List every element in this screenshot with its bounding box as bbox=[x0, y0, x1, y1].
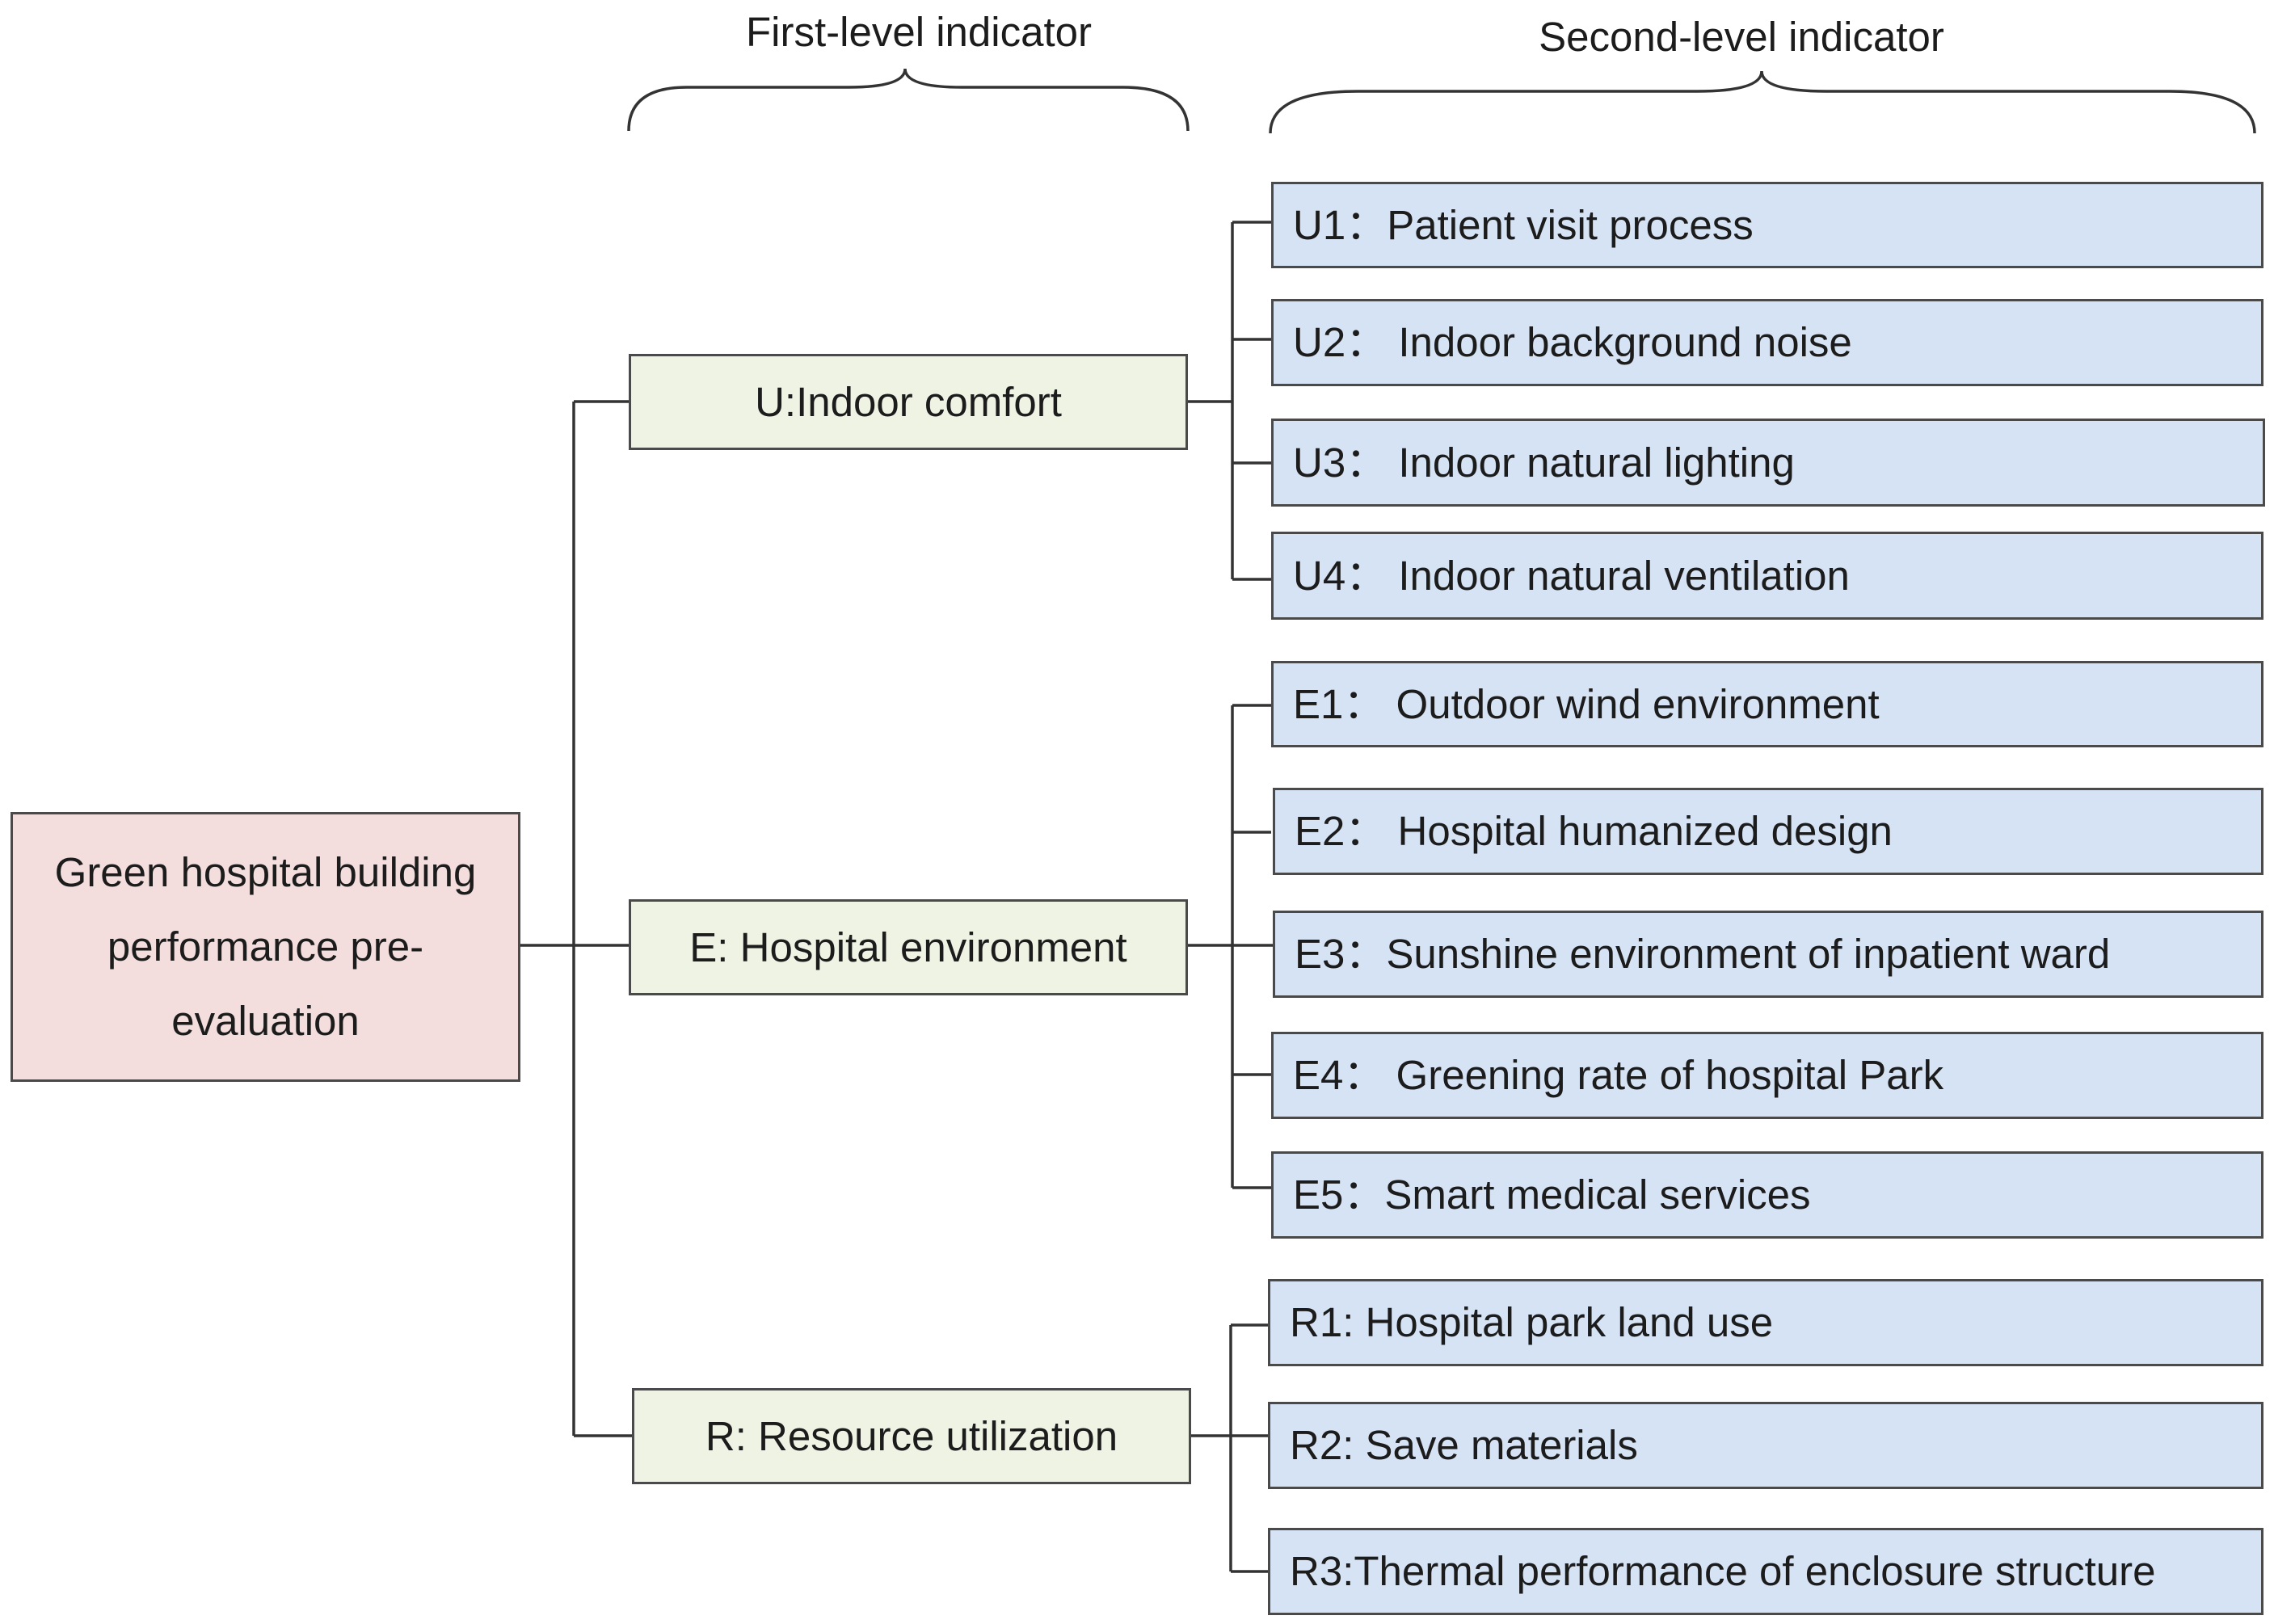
second-level-node-r2: R2: Save materials bbox=[1268, 1402, 2263, 1489]
second-level-node-label: R3:Thermal performance of enclosure stru… bbox=[1290, 1548, 2156, 1595]
second-level-node-e4: E4： Greening rate of hospital Park bbox=[1271, 1032, 2263, 1119]
second-level-node-u1: U1：Patient visit process bbox=[1271, 182, 2263, 268]
second-level-node-r1: R1: Hospital park land use bbox=[1268, 1279, 2263, 1366]
second-level-node-label: U3： Indoor natural lighting bbox=[1293, 439, 1795, 486]
second-level-node-e1: E1： Outdoor wind environment bbox=[1271, 661, 2263, 747]
second-level-node-e3: E3：Sunshine environment of inpatient war… bbox=[1273, 911, 2263, 998]
first-level-node-r: R: Resource utilization bbox=[632, 1388, 1191, 1484]
second-level-header: Second-level indicator bbox=[1539, 14, 1944, 60]
e-group-connector bbox=[1188, 704, 1273, 1189]
first-level-node-label: U:Indoor comfort bbox=[755, 378, 1062, 425]
second-level-node-u2: U2： Indoor background noise bbox=[1271, 299, 2263, 386]
root-connector bbox=[520, 400, 632, 1437]
first-level-node-label: E: Hospital environment bbox=[689, 923, 1127, 970]
u-group-connector bbox=[1188, 221, 1271, 581]
first-level-node-e: E: Hospital environment bbox=[629, 899, 1188, 995]
first-level-node-u: U:Indoor comfort bbox=[629, 354, 1188, 450]
second-level-node-label: U4： Indoor natural ventilation bbox=[1293, 552, 1850, 599]
second-level-node-label: E4： Greening rate of hospital Park bbox=[1293, 1052, 1944, 1099]
second-level-node-label: E2： Hospital humanized design bbox=[1295, 808, 1893, 855]
second-level-node-label: E3：Sunshine environment of inpatient war… bbox=[1295, 931, 2111, 978]
root-node: Green hospital building performance pre-… bbox=[11, 812, 520, 1082]
second-level-node-u4: U4： Indoor natural ventilation bbox=[1271, 532, 2263, 620]
second-level-node-e2: E2： Hospital humanized design bbox=[1273, 788, 2263, 875]
second-level-node-label: E1： Outdoor wind environment bbox=[1293, 680, 1880, 727]
second-level-node-label: U1：Patient visit process bbox=[1293, 201, 1754, 248]
second-level-brace bbox=[1269, 70, 2256, 134]
first-level-node-label: R: Resource utilization bbox=[705, 1412, 1118, 1459]
second-level-node-r3: R3:Thermal performance of enclosure stru… bbox=[1268, 1528, 2263, 1615]
root-node-label: Green hospital building performance pre-… bbox=[54, 849, 477, 1044]
second-level-node-label: E5：Smart medical services bbox=[1293, 1172, 1811, 1218]
second-level-node-label: R2: Save materials bbox=[1290, 1422, 1638, 1469]
first-level-header: First-level indicator bbox=[746, 9, 1092, 55]
second-level-node-label: U2： Indoor background noise bbox=[1293, 319, 1852, 366]
r-group-connector bbox=[1191, 1323, 1268, 1573]
second-level-node-u3: U3： Indoor natural lighting bbox=[1271, 419, 2265, 507]
first-level-brace bbox=[627, 68, 1190, 132]
second-level-node-e5: E5：Smart medical services bbox=[1271, 1151, 2263, 1239]
second-level-node-label: R1: Hospital park land use bbox=[1290, 1299, 1774, 1346]
